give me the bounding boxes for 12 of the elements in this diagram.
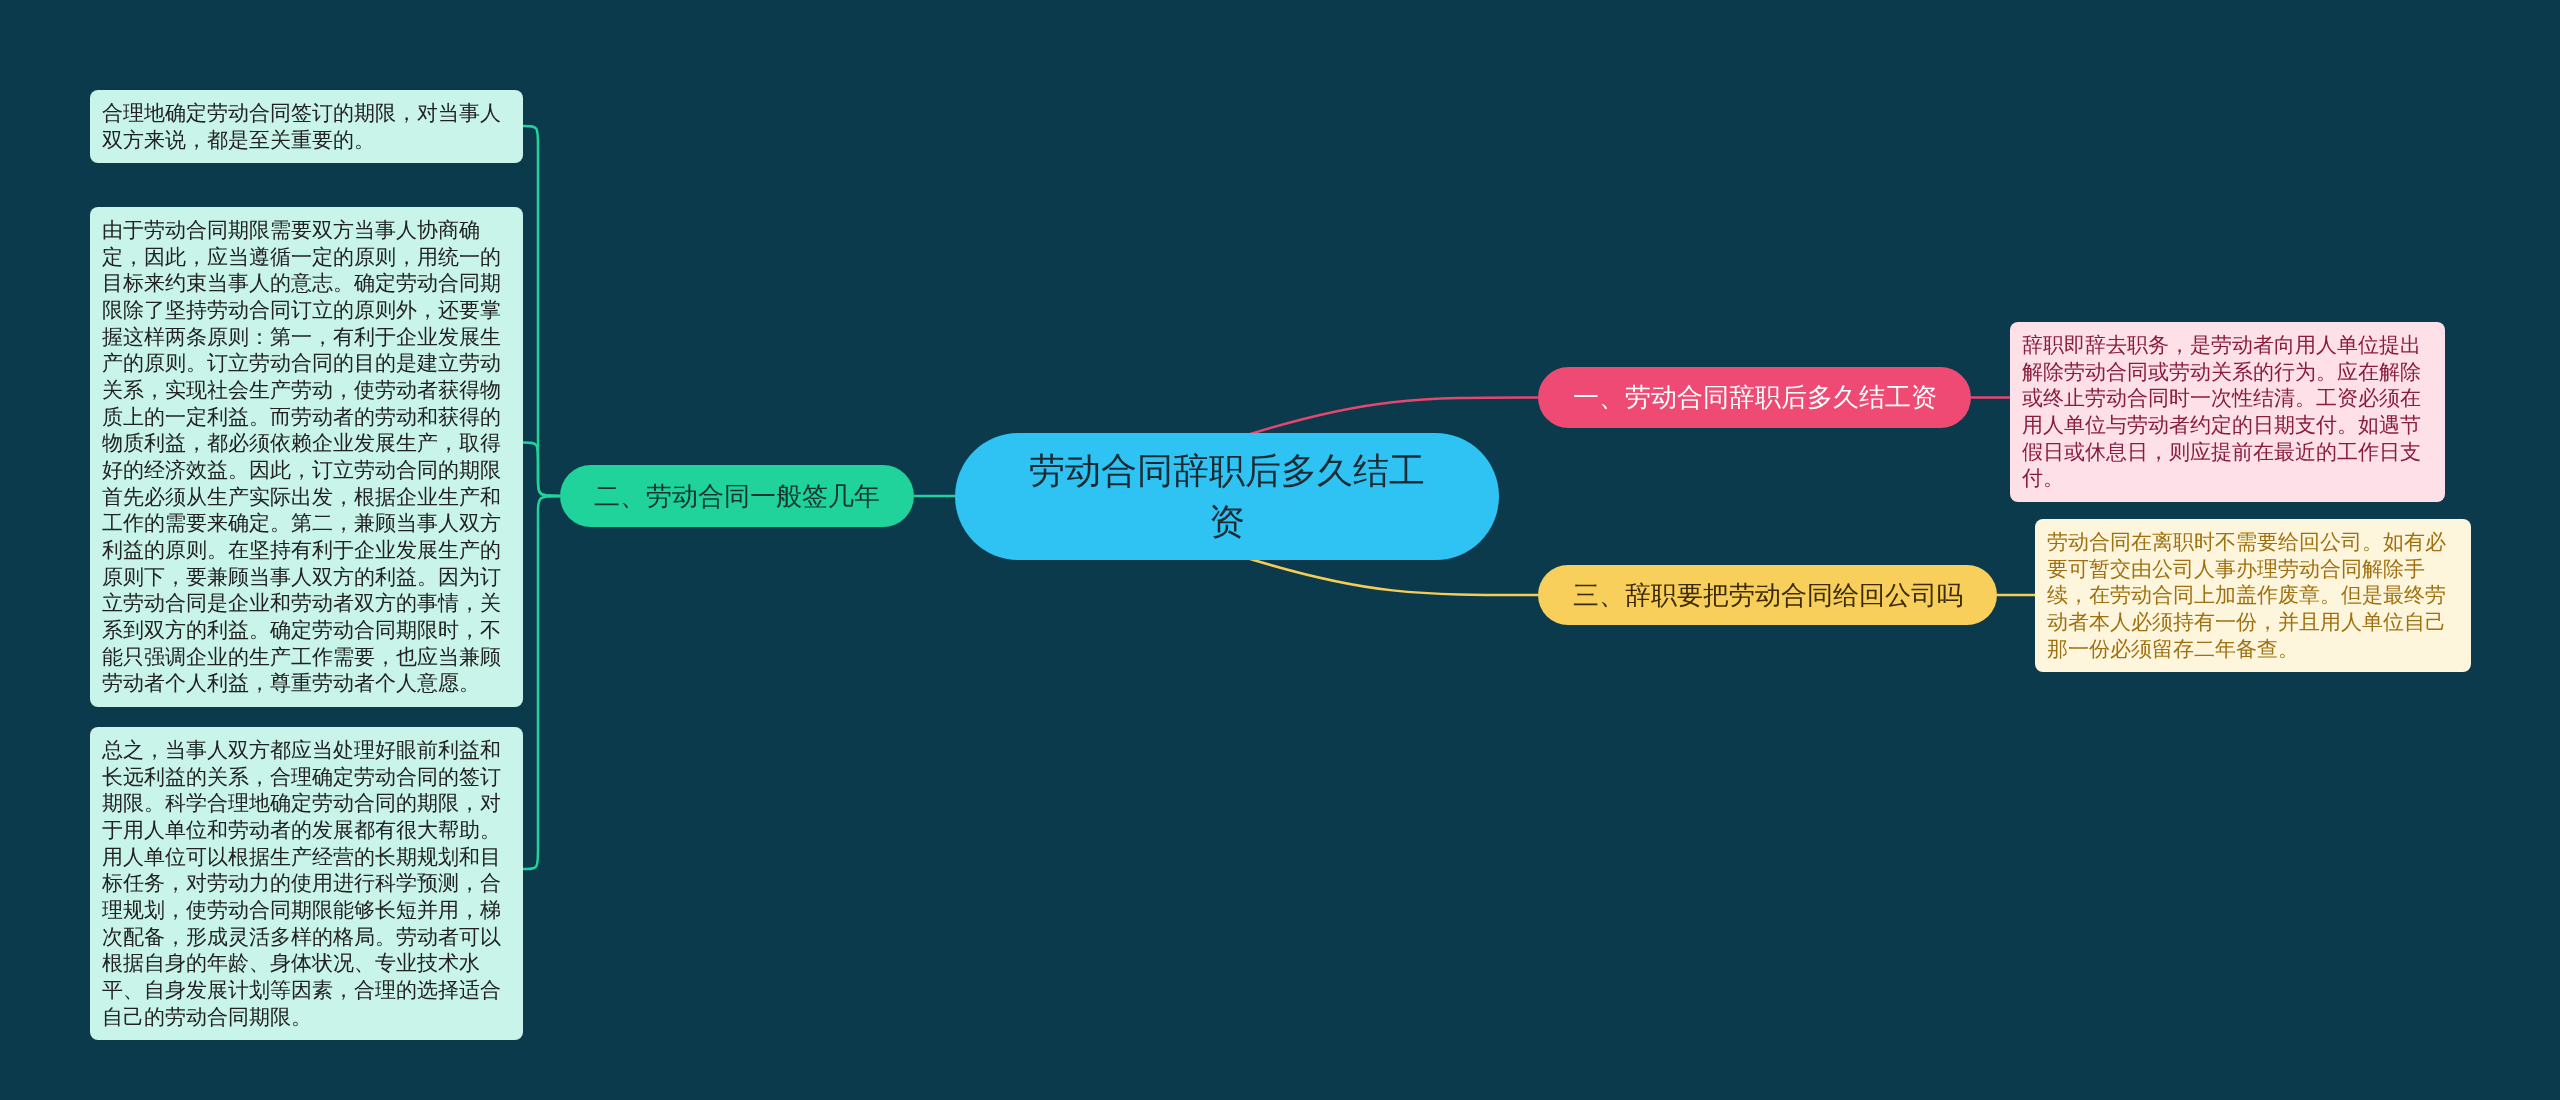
note-box: 由于劳动合同期限需要双方当事人协商确定，因此，应当遵循一定的原则，用统一的目标来约束当事人的意志。确定劳动合同期限除了坚持劳动合同订立的原则外，还要掌握这样两条原则：第一，有利于企业发展生产的原则。订立劳动合同的目的是建立劳动关系，实现社会生产劳动，使劳动者获得物质上的一定利益。而劳动者的劳动和获得的物质利益，都必须依赖企业发展生产，取得好的经济效益。因此，订立劳动合同的期限首先必须从生产实际出发，根据企业生产和工作的需要来确定。第二，兼顾当事人双方利益的原则。在坚持有利于企业发展生产的原则下，要兼顾当事人双方的利益。因为订立劳动合同是企业和劳动者双方的事情，关系到双方的利益。确定劳动合同期限时，不能只强调企业的生产工作需要，也应当兼顾劳动者个人利益，尊重劳动者个人意愿。 [90, 207, 523, 707]
note-box: 辞职即辞去职务，是劳动者向用人单位提出解除劳动合同或劳动关系的行为。应在解除或终止劳动合同时一次性结清。工资必须在用人单位与劳动者约定的日期支付。如遇节假日或休息日，则应提前在最近的工作日支付。 [2010, 322, 2445, 502]
connector-line [914, 494, 955, 498]
branch-box: 一、劳动合同辞职后多久结工资 [1538, 367, 1971, 428]
topic-box: 劳动合同辞职后多久结工资 [955, 433, 1499, 560]
note-box: 合理地确定劳动合同签订的期限，对当事人双方来说，都是至关重要的。 [90, 90, 523, 164]
branch-box: 三、辞职要把劳动合同给回公司吗 [1538, 565, 1997, 625]
note-box: 总之，当事人双方都应当处理好眼前利益和长远利益的关系，合理确定劳动合同的签订期限。科学合理地确定劳动合同的期限，对于用人单位和劳动者的发展都有很大帮助。用人单位可以根据生产经营的长期规划和目标任务，对劳动力的使用进行科学预测，合理规划，使劳动合同期限能够长短并用，梯次配备，形成灵活多样的格局。劳动者可以根据自身的年龄、身体状况、专业技术水平、自身发展计划等因素，合理的选择适合自己的劳动合同期限。 [90, 727, 523, 1041]
connector-line [1971, 396, 2010, 399]
note-box: 劳动合同在离职时不需要给回公司。如有必要可暂交由公司人事办理劳动合同解除手续，在劳动合同上加盖作废章。但是最终劳动者本人必须持有一份，并且用人单位自己那一份必须留存二年备查。 [2035, 519, 2471, 673]
connector-line [1997, 593, 2035, 597]
branch-box: 二、劳动合同一般签几年 [560, 465, 914, 527]
